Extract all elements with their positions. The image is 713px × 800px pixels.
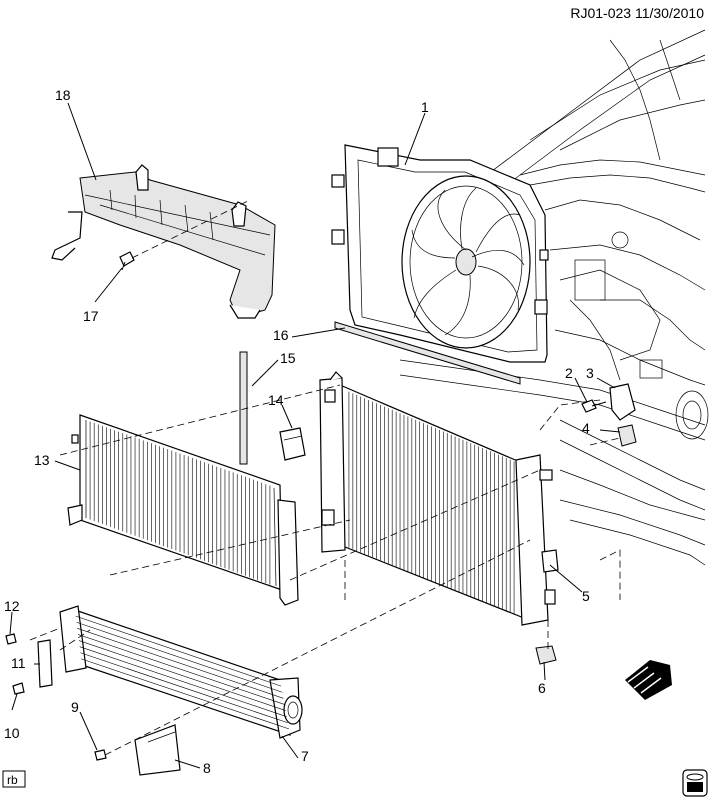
callout-16: 16 bbox=[273, 327, 289, 343]
callout-2: 2 bbox=[565, 365, 573, 381]
vehicle-badge-icon bbox=[682, 769, 708, 797]
radiator bbox=[319, 371, 556, 626]
part-12-bolt bbox=[5, 633, 17, 645]
callout-14: 14 bbox=[268, 392, 284, 408]
tube-line bbox=[75, 615, 282, 687]
part-17-push-pin bbox=[119, 251, 135, 271]
tube-line bbox=[78, 640, 286, 711]
tube-line bbox=[76, 621, 283, 693]
tube-line bbox=[80, 652, 288, 724]
callout-6: 6 bbox=[538, 680, 546, 696]
part-18-upper-air-baffle bbox=[51, 164, 276, 319]
part-6-lower-insulator bbox=[535, 645, 557, 665]
callout-9: 9 bbox=[71, 699, 79, 715]
callout-17: 17 bbox=[83, 308, 99, 324]
callout-13: 13 bbox=[34, 452, 50, 468]
callout-8: 8 bbox=[203, 760, 211, 776]
callout-4: 4 bbox=[582, 420, 590, 436]
callout-1: 1 bbox=[421, 99, 429, 115]
callout-10: 10 bbox=[4, 725, 20, 741]
part-1-fan-shroud bbox=[331, 144, 549, 363]
part-9-bolt bbox=[94, 749, 107, 761]
author-tag-text: rb bbox=[7, 773, 18, 787]
callout-12: 12 bbox=[4, 598, 20, 614]
part-5-bracket bbox=[541, 549, 559, 573]
charge-air-cooler-fins bbox=[75, 615, 289, 730]
tube-line bbox=[78, 634, 285, 705]
diagram-code: RJ01-023 11/30/2010 bbox=[570, 5, 704, 21]
tube-line bbox=[81, 658, 289, 730]
callout-5: 5 bbox=[582, 588, 590, 604]
tube-line bbox=[79, 646, 287, 717]
part-10-fastener bbox=[12, 682, 25, 695]
callout-labels: 1 2 3 4 5 6 7 8 9 10 11 12 13 14 15 16 1… bbox=[4, 87, 594, 776]
callout-7: 7 bbox=[301, 748, 309, 764]
part-13-condenser bbox=[67, 414, 299, 606]
view-direction-arrow-icon bbox=[625, 660, 672, 700]
callout-18: 18 bbox=[55, 87, 71, 103]
callout-3: 3 bbox=[586, 365, 594, 381]
part-3-bracket bbox=[609, 383, 636, 421]
part-15-seal-vertical bbox=[239, 351, 248, 465]
part-2-bolt bbox=[581, 399, 607, 413]
part-8-bracket bbox=[134, 724, 181, 776]
vehicle-front-structure bbox=[399, 29, 709, 566]
part-14-bracket bbox=[279, 427, 306, 461]
tube-line bbox=[77, 628, 284, 699]
condenser-fins bbox=[89, 421, 271, 585]
part-16-seal bbox=[334, 321, 521, 385]
part-4-insulator bbox=[617, 424, 637, 447]
callout-11: 11 bbox=[11, 655, 26, 671]
callout-15: 15 bbox=[280, 350, 296, 366]
part-7-charge-air-cooler bbox=[59, 605, 303, 739]
leader-lines bbox=[9, 102, 621, 769]
author-tag: rb bbox=[2, 770, 26, 788]
part-11-bracket bbox=[37, 639, 53, 688]
radiator-fins bbox=[348, 391, 515, 615]
